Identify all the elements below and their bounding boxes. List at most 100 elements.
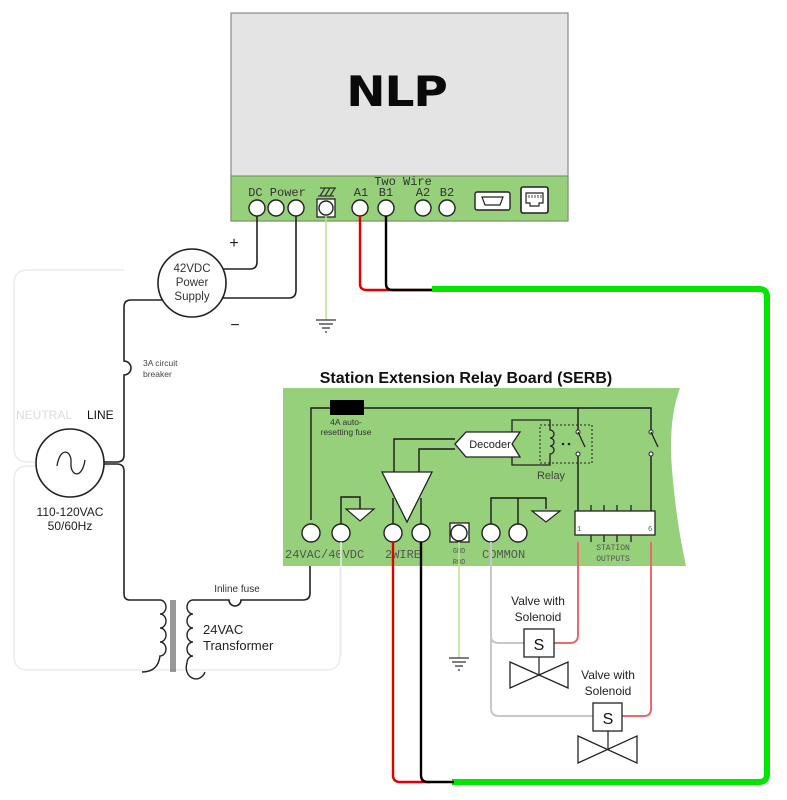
two-wire-terminal-label: 2WIRE <box>385 548 421 562</box>
dc-terminal-2[interactable] <box>267 199 285 217</box>
line-label: LINE <box>87 408 114 422</box>
station-1-wire <box>554 542 579 644</box>
ac-source-circle <box>35 428 105 498</box>
secondary-coil <box>185 599 206 680</box>
common-terminal-label: COMMON <box>482 548 525 562</box>
serb-2wire-terminal-2[interactable] <box>411 523 431 543</box>
relay-coil <box>511 419 555 466</box>
psu-label-3: Supply <box>174 291 209 303</box>
power-supply-circle <box>157 248 227 318</box>
rectifier-triangle <box>380 471 434 524</box>
nlp-logo: NLP <box>346 67 446 116</box>
controller-terminal-strip <box>230 175 569 222</box>
a1-label: A1 <box>354 186 368 200</box>
primary-coil <box>141 599 167 673</box>
decoder-label: Decoder <box>469 439 511 451</box>
serb-power-terminal-1[interactable] <box>301 523 321 543</box>
ac-voltage-label: 110-120VAC <box>37 505 104 519</box>
valve-2-label-2: Solenoid <box>585 684 632 698</box>
dc-terminal-3[interactable] <box>287 199 305 217</box>
b2-terminal[interactable] <box>438 199 456 217</box>
gnd-rod-earth-icon <box>449 657 469 671</box>
dc-positive-wire <box>220 216 258 270</box>
dc-power-label: DC Power <box>248 186 306 200</box>
valve-2-icon <box>577 734 638 765</box>
station-outputs-label-2: OUTPUTS <box>596 555 630 564</box>
valve-1-label-2: Solenoid <box>515 610 562 624</box>
a2-label: A2 <box>416 186 430 200</box>
transformer: 24VAC Transformer Inline fuse <box>141 584 274 680</box>
solenoid-2-label: S <box>603 711 614 728</box>
psu-label-2: Power <box>176 277 209 289</box>
neutral-outline-lower <box>13 465 341 671</box>
common-ground-icon <box>530 510 562 523</box>
common-terminal-2[interactable] <box>508 523 528 543</box>
ac-source: NEUTRAL LINE 110-120VAC 50/60Hz <box>16 408 114 533</box>
serial-port-icon[interactable] <box>474 191 511 211</box>
station-outputs-block <box>574 510 656 536</box>
controller-b1-wire <box>384 216 432 292</box>
relay-label: Relay <box>537 470 566 482</box>
line-wire <box>104 299 163 463</box>
neutral-outline-upper <box>13 269 124 463</box>
transformer-label-2: Transformer <box>203 638 274 653</box>
serb-2wire-terminal-1[interactable] <box>383 523 403 543</box>
station-outputs-label-1: STATION <box>596 544 630 553</box>
nlp-controller: NLP Two Wire DC Power A1 B1 A2 B2 <box>230 12 569 222</box>
neutral-label: NEUTRAL <box>16 408 72 422</box>
ground-symbol-icon <box>344 508 376 522</box>
serb-power-terminal-2[interactable] <box>331 523 351 543</box>
common-wire-2 <box>490 542 594 717</box>
primary-feed-wire <box>104 463 160 601</box>
breaker-label-1: 3A circuit <box>143 358 178 368</box>
bus-wire <box>310 407 652 520</box>
valve-1-label-1: Valve with <box>511 594 565 608</box>
common-wire-1 <box>490 635 524 644</box>
b1-label: B1 <box>379 186 393 200</box>
two-wire-label: Two Wire <box>374 175 432 189</box>
solenoid-1-label: S <box>534 637 545 654</box>
gnd-rod-terminal[interactable] <box>450 524 468 542</box>
power-terminal-label: 24VAC/40VDC <box>285 548 364 562</box>
minus-sign: − <box>230 317 239 334</box>
two-wire-cable <box>432 286 770 785</box>
breaker-label-2: breaker <box>143 369 172 379</box>
ground-terminal[interactable] <box>318 200 334 216</box>
relay-box <box>539 424 593 464</box>
station-last-label: 6 <box>648 526 652 534</box>
dc-negative-wire <box>220 216 297 299</box>
station-first-label: 1 <box>577 526 581 534</box>
transformer-label-1: 24VAC <box>203 622 243 637</box>
power-supply: + − 42VDC Power Supply <box>157 216 297 334</box>
dc-terminal-1[interactable] <box>248 199 266 217</box>
common-terminal-1[interactable] <box>481 523 501 543</box>
plus-sign: + <box>229 235 238 252</box>
controller-earth-icon <box>316 319 336 333</box>
fuse-label-1: 4A auto- <box>330 417 362 427</box>
serb-2wire-black <box>419 542 454 784</box>
fuse-label-2: resetting fuse <box>320 427 371 437</box>
inline-fuse-label: Inline fuse <box>214 584 260 595</box>
ac-frequency-label: 50/60Hz <box>48 519 93 533</box>
b1-terminal[interactable] <box>377 199 395 217</box>
station-6-wire <box>622 542 652 717</box>
valve-1: Valve with Solenoid S <box>509 594 569 690</box>
a1-terminal[interactable] <box>351 199 369 217</box>
chassis-ground-icon <box>318 187 336 197</box>
secondary-wire <box>193 533 311 607</box>
serb-2wire-red <box>391 542 430 784</box>
ethernet-port-icon[interactable] <box>520 186 549 214</box>
a2-terminal[interactable] <box>414 199 432 217</box>
serb-board: Station Extension Relay Board (SERB) 4A … <box>283 370 686 567</box>
valve-2-label-1: Valve with <box>581 668 635 682</box>
controller-a1-wire <box>358 216 432 292</box>
sine-wave-icon <box>56 451 86 475</box>
psu-label-1: 42VDC <box>173 263 210 275</box>
serb-title: Station Extension Relay Board (SERB) <box>320 370 613 387</box>
valve-1-icon <box>509 660 569 690</box>
auto-resetting-fuse <box>330 400 364 415</box>
b2-label: B2 <box>440 186 454 200</box>
decoder-block <box>454 431 522 458</box>
valve-2: Valve with Solenoid S <box>577 668 638 765</box>
